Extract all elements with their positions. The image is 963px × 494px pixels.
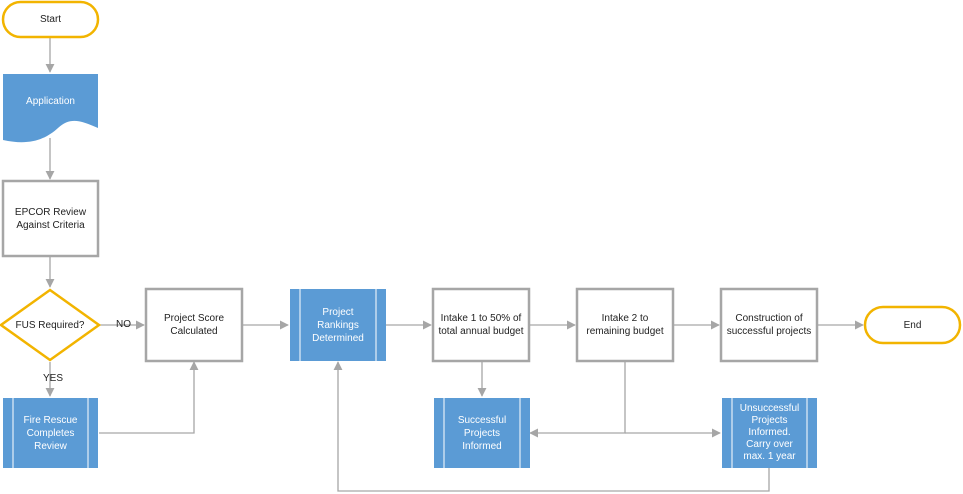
unsuccessful-label: Unsuccessful Projects Informed. Carry ov… xyxy=(739,403,800,462)
fire-rescue-box xyxy=(3,398,98,468)
connector-intake2-to-successful xyxy=(529,362,626,438)
edge-label-yes: YES xyxy=(43,373,64,384)
application-document xyxy=(3,74,98,143)
end-label: End xyxy=(903,319,922,331)
edge-label-no: NO xyxy=(116,319,131,330)
project-score-label: Project Score Calculated xyxy=(163,313,225,337)
connectors xyxy=(45,38,864,492)
unsuccessful-box xyxy=(722,398,817,468)
successful-label: Successful Projects Informed xyxy=(457,414,507,452)
application-label: Application xyxy=(26,95,75,107)
project-score-box xyxy=(144,287,244,363)
epcor-review-label: EPCOR Review Against Criteria xyxy=(14,206,87,231)
successful-box xyxy=(434,398,530,468)
fus-decision-diamond xyxy=(0,288,102,362)
end-terminal xyxy=(863,305,962,345)
epcor-review-box xyxy=(1,179,100,258)
intake2-box xyxy=(575,287,675,363)
project-rankings-box xyxy=(290,289,386,361)
start-terminal xyxy=(1,0,100,39)
intake1-label: Intake 1 to 50% of total annual budget xyxy=(438,313,524,337)
start-label: Start xyxy=(39,14,62,25)
construction-box xyxy=(719,287,819,363)
intake2-label: Intake 2 to remaining budget xyxy=(586,313,664,337)
connector-unsuccessful-to-rankings xyxy=(333,361,770,492)
connector-fire-rescue-to-score xyxy=(99,361,199,434)
fire-rescue-label: Fire Rescue Completes Review xyxy=(23,414,78,452)
construction-label: Construction of successful projects xyxy=(726,313,812,337)
fus-required-label: FUS Required? xyxy=(15,319,85,331)
intake1-box xyxy=(431,287,531,363)
project-rankings-label: Project Rankings Determined xyxy=(312,306,364,344)
